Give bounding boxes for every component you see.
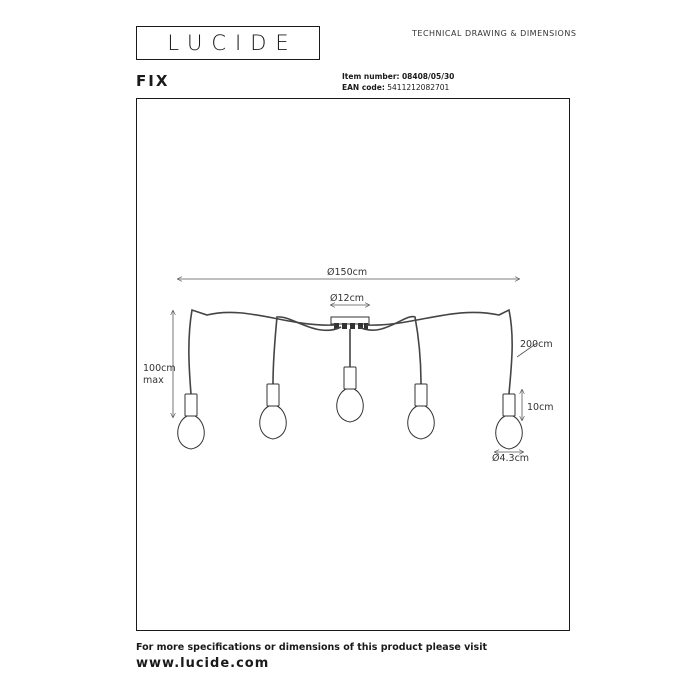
dimension-socket: 10cm <box>522 390 554 420</box>
technical-drawing: Ø150cm Ø12cm <box>143 267 554 464</box>
item-number-row: Item number: 08408/05/30 <box>342 71 454 82</box>
drawing-frame: Ø150cm Ø12cm <box>136 98 570 631</box>
bulb-4 <box>407 383 435 440</box>
item-number-label: Item number: <box>342 72 400 81</box>
ean-row: EAN code: 5411212082701 <box>342 82 454 93</box>
ean-value: 5411212082701 <box>387 83 450 92</box>
canopy <box>330 316 370 329</box>
brand-logo: LUCIDE <box>136 26 320 60</box>
label-canopy: Ø12cm <box>330 293 364 304</box>
footer-url[interactable]: www.lucide.com <box>136 656 270 671</box>
product-name: FIX <box>136 72 170 90</box>
item-number-value: 08408/05/30 <box>401 72 455 81</box>
label-height-suffix: max <box>143 375 164 386</box>
dimension-total-width: Ø150cm <box>178 267 519 279</box>
cables <box>188 308 513 395</box>
dimension-height-max: 100cm max <box>143 311 176 417</box>
bulb-1 <box>177 393 205 450</box>
label-total-width: Ø150cm <box>327 267 367 278</box>
label-diameter: Ø4.3cm <box>492 453 529 464</box>
dimension-cable-length: 200cm <box>516 339 553 358</box>
label-cable-length: 200cm <box>520 339 553 350</box>
product-meta: Item number: 08408/05/30 EAN code: 54112… <box>342 71 454 93</box>
dimension-diameter: Ø4.3cm <box>492 452 529 464</box>
bulb-3 <box>336 366 364 423</box>
bulb-5 <box>495 393 523 450</box>
ean-label: EAN code: <box>342 83 385 92</box>
logo-text: LUCIDE <box>167 31 298 55</box>
footer-note: For more specifications or dimensions of… <box>136 642 488 653</box>
label-socket: 10cm <box>527 402 554 413</box>
document-type: TECHNICAL DRAWING & DIMENSIONS <box>412 29 577 38</box>
dimension-canopy: Ø12cm <box>330 293 369 305</box>
bulb-2 <box>259 383 287 440</box>
label-height-value: 100cm <box>143 363 176 374</box>
